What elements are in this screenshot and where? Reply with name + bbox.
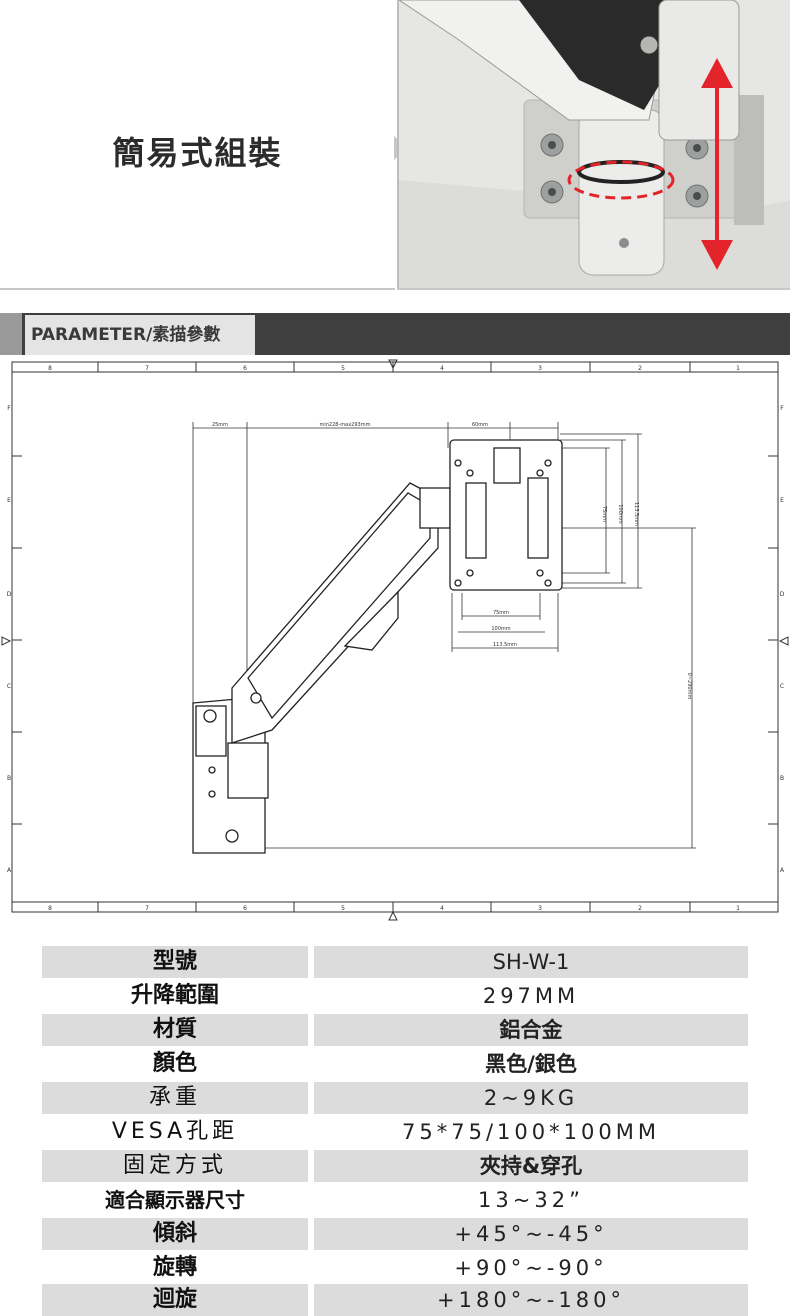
banner-title: 簡易式組裝 <box>112 134 283 172</box>
grid-top-5: 5 <box>341 365 345 372</box>
spec-value: +90°~-90° <box>454 1256 608 1280</box>
spec-value: +45°~-45° <box>314 1218 748 1250</box>
spec-row-vesa: VESA孔距 75*75/100*100MM <box>42 1116 748 1148</box>
dim-v113: 113.5mm <box>633 502 639 526</box>
spec-value: 75*75/100*100MM <box>402 1120 660 1144</box>
dim-height: 0~290mm <box>686 673 692 700</box>
spec-value: +180°~-180° <box>314 1284 748 1316</box>
technical-drawing-svg: 8 7 6 5 4 3 2 1 8 7 6 5 4 3 2 1 F E D C … <box>1 359 789 921</box>
spec-value: 297MM <box>482 984 580 1008</box>
grid-top-1: 1 <box>736 365 740 372</box>
spec-key: VESA孔距 <box>111 1119 239 1144</box>
spec-row-model: 型號 SH-W-1 <box>42 946 748 978</box>
grid-bottom-4: 4 <box>440 905 444 912</box>
spec-row-swivel: 迴旋 +180°~-180° <box>42 1284 748 1316</box>
spec-row-rotation: 旋轉 +90°~-90° <box>42 1252 748 1284</box>
dim-v75: 75mm <box>601 506 607 522</box>
spec-row-material: 材質 鋁合金 <box>42 1014 748 1046</box>
grid-bottom-2: 2 <box>638 905 642 912</box>
grid-side-f: F <box>7 405 11 412</box>
grid-side-right-d: D <box>780 591 785 598</box>
grid-side-a: A <box>7 867 12 874</box>
spec-value: 鋁合金 <box>314 1014 748 1046</box>
assembly-photo-illustration <box>398 0 790 288</box>
grid-top-3: 3 <box>538 365 542 372</box>
grid-bottom-1: 1 <box>736 905 740 912</box>
banner-text-panel: 簡易式組裝 <box>0 0 395 290</box>
grid-top-4: 4 <box>440 365 444 372</box>
grid-bottom-5: 5 <box>341 905 345 912</box>
parameter-header-accent <box>0 313 22 355</box>
spec-row-monitor-size: 適合顯示器尺寸 13~32” <box>42 1184 748 1216</box>
assembly-banner: 簡易式組裝 <box>0 0 790 290</box>
grid-side-d: D <box>7 591 12 598</box>
spec-key: 傾斜 <box>42 1218 308 1250</box>
grid-top-8: 8 <box>48 365 52 372</box>
grid-side-c: C <box>7 683 11 690</box>
dim-v100: 100mm <box>617 504 623 523</box>
grid-bottom-6: 6 <box>243 905 247 912</box>
spec-key: 適合顯示器尺寸 <box>105 1188 245 1212</box>
spec-row-mounting: 固定方式 夾持&穿孔 <box>42 1150 748 1182</box>
spec-key: 顏色 <box>152 1051 197 1076</box>
spec-row-color: 顏色 黑色/銀色 <box>42 1048 748 1080</box>
dim-h75: 75mm <box>493 610 509 616</box>
grid-side-right-e: E <box>780 497 784 504</box>
grid-side-right-f: F <box>780 405 784 412</box>
spec-row-tilt: 傾斜 +45°~-45° <box>42 1218 748 1250</box>
grid-top-6: 6 <box>243 365 247 372</box>
grid-bottom-3: 3 <box>538 905 542 912</box>
spec-value: 夾持&穿孔 <box>314 1150 748 1182</box>
dim-h113: 113.5mm <box>493 642 517 648</box>
grid-bottom-8: 8 <box>48 905 52 912</box>
grid-side-right-c: C <box>780 683 784 690</box>
grid-top-2: 2 <box>638 365 642 372</box>
spec-key: 固定方式 <box>42 1150 308 1182</box>
spec-key: 型號 <box>42 946 308 978</box>
spec-key: 升降範圍 <box>130 983 219 1008</box>
grid-side-e: E <box>7 497 11 504</box>
grid-side-b: B <box>7 775 11 782</box>
assembly-photo <box>397 0 790 290</box>
grid-side-right-a: A <box>780 867 785 874</box>
spec-row-load: 承重 2~9KG <box>42 1082 748 1114</box>
grid-top-7: 7 <box>145 365 149 372</box>
dim-h100: 100mm <box>491 626 510 632</box>
dim-25mm: 25mm <box>212 422 228 428</box>
spec-value: 13~32” <box>478 1188 584 1212</box>
spec-value: 黑色/銀色 <box>485 1052 577 1076</box>
spec-key: 迴旋 <box>42 1284 308 1316</box>
dim-60mm: 60mm <box>472 422 488 428</box>
spec-key: 承重 <box>42 1082 308 1114</box>
dim-reach: min228-max293mm <box>320 422 371 428</box>
spec-key: 旋轉 <box>152 1255 197 1280</box>
spec-row-lift-range: 升降範圍 297MM <box>42 980 748 1012</box>
technical-drawing: 8 7 6 5 4 3 2 1 8 7 6 5 4 3 2 1 F E D C … <box>0 358 790 923</box>
spec-value: SH-W-1 <box>314 946 748 978</box>
spec-key: 材質 <box>42 1014 308 1046</box>
spec-value: 2~9KG <box>314 1082 748 1114</box>
grid-bottom-7: 7 <box>145 905 149 912</box>
grid-side-right-b: B <box>780 775 784 782</box>
parameter-header-label: PARAMETER/素描參數 <box>25 315 255 355</box>
